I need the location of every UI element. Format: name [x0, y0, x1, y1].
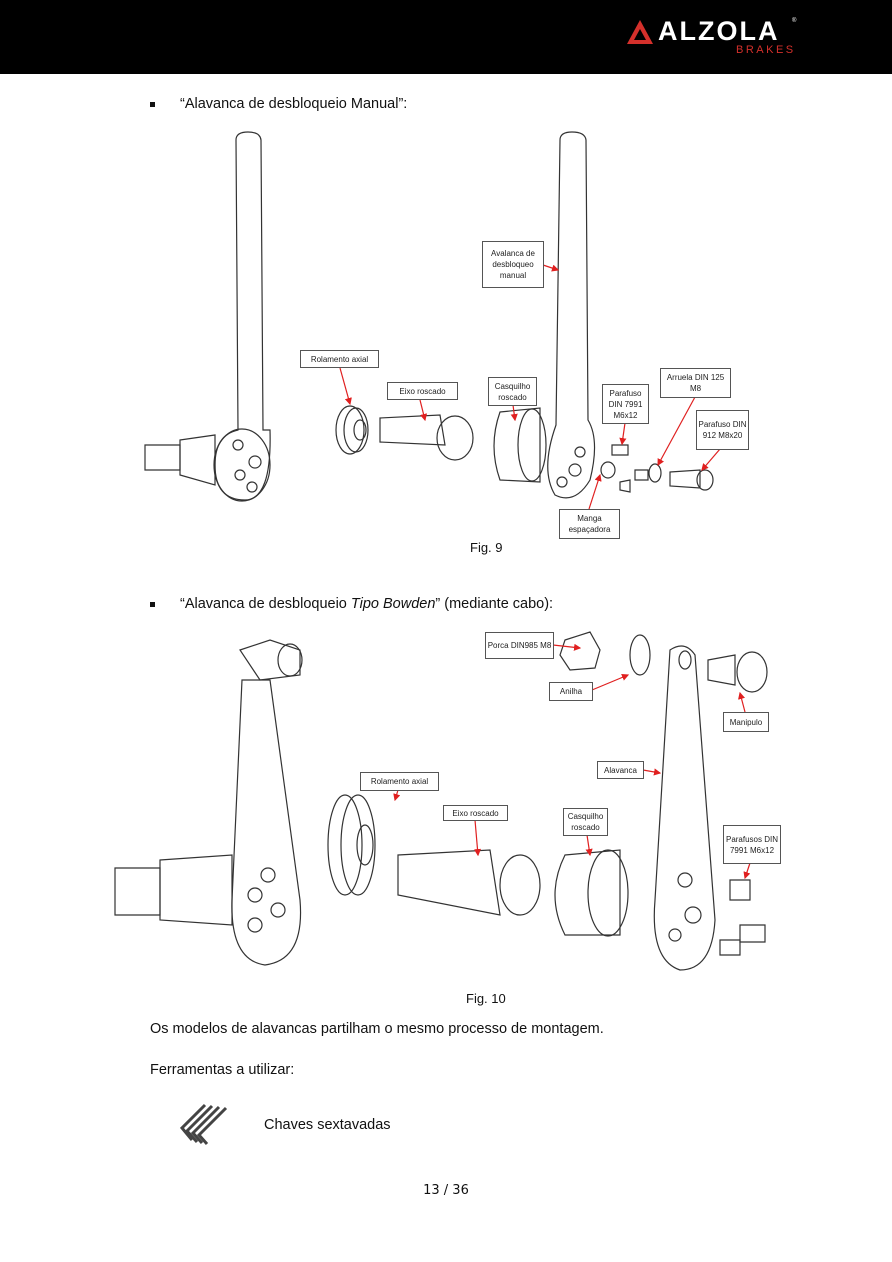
label-nut-din985: Porca DIN985 M8: [485, 632, 554, 659]
label-spacer-sleeve: Manga espaçadora: [559, 509, 620, 539]
label-threaded-shaft: Eixo roscado: [387, 382, 458, 400]
fig10-arrows: [393, 643, 751, 880]
fig9-exploded-parts: [335, 131, 714, 499]
section2-title: “Alavanca de desbloqueio Tipo Bowden” (m…: [180, 596, 553, 612]
logo-sub: BRAKES: [736, 44, 796, 56]
label-threaded-shaft: Eixo roscado: [443, 805, 508, 821]
label-washer: Anilha: [549, 682, 593, 701]
label-handle: Manipulo: [723, 712, 769, 732]
bullet: [150, 102, 155, 107]
page-number: 13 / 36: [423, 1183, 469, 1198]
label-lever: Avalanca de desbloqueo manual: [482, 241, 544, 288]
tool-label: Chaves sextavadas: [264, 1117, 391, 1133]
fig10-assembled-lever: [114, 639, 303, 966]
label-lever: Alavanca: [597, 761, 644, 779]
fig9-caption: Fig. 9: [470, 540, 503, 555]
label-axial-bearing: Rolamento axial: [300, 350, 379, 368]
bullet: [150, 602, 155, 607]
label-screws-din7991: Parafusos DIN 7991 M6x12: [723, 825, 781, 864]
alzola-logo: ALZOLA ® BRAKES: [626, 14, 801, 58]
logo-triangle-icon: [627, 20, 653, 44]
label-screw-din912: Parafuso DIN 912 M8x20: [696, 410, 749, 450]
registered-mark: ®: [792, 18, 797, 24]
label-threaded-bushing: Casquilho roscado: [563, 808, 608, 836]
label-threaded-bushing: Casquilho roscado: [488, 377, 537, 406]
hex-keys-icon: [179, 1103, 228, 1145]
fig9-assembled-lever: [144, 131, 271, 502]
page-header: ALZOLA ® BRAKES: [0, 0, 892, 74]
logo-name: ALZOLA: [658, 16, 780, 46]
title-text: “Alavanca de desbloqueio: [180, 596, 351, 612]
fig9-arrows: [339, 264, 721, 510]
paragraph: Ferramentas a utilizar:: [150, 1062, 295, 1078]
fig10-caption: Fig. 10: [466, 991, 506, 1006]
paragraph: Os modelos de alavancas partilham o mesm…: [150, 1021, 604, 1037]
title-italic: Tipo Bowden: [350, 596, 436, 612]
label-washer-din125: Arruela DIN 125 M8: [660, 368, 731, 398]
label-axial-bearing: Rolamento axial: [360, 772, 439, 791]
section1-title: “Alavanca de desbloqueio Manual”:: [180, 96, 408, 112]
fig10-exploded-parts: [327, 631, 768, 971]
title-text: ” (mediante cabo):: [435, 596, 554, 612]
label-screw-din7991: Parafuso DIN 7991 M6x12: [602, 384, 649, 424]
